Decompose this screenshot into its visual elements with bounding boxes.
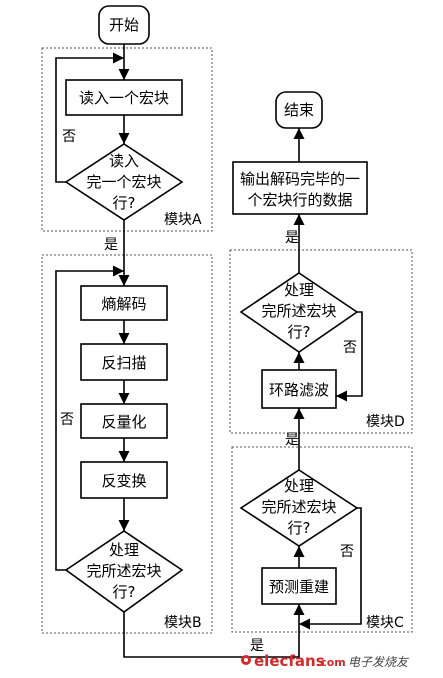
module-b-decision-line2: 完所述宏块	[86, 562, 161, 580]
inverse-scan-label: 反扫描	[101, 354, 146, 372]
module-b-label: 模块B	[164, 615, 202, 631]
module-d-decision-line2: 完所述宏块	[261, 302, 336, 320]
loop-filter-box	[261, 369, 337, 409]
edge-a-loop-back	[55, 52, 124, 183]
predict-rebuild-box	[261, 567, 337, 605]
predict-rebuild-label: 预测重建	[269, 578, 329, 596]
module-b-decision	[64, 530, 184, 613]
inverse-transform-box	[80, 461, 168, 499]
module-a-yes-label: 是	[104, 237, 118, 253]
module-c-decision-line2: 完所述宏块	[261, 498, 336, 516]
module-d-boundary	[229, 249, 413, 434]
inverse-transform-label: 反变换	[101, 472, 146, 490]
edge-b-to-predict	[123, 604, 305, 658]
module-a-label: 模块A	[164, 212, 202, 228]
module-c-yes-label: 是	[285, 432, 299, 448]
module-d-no-label: 否	[343, 340, 357, 356]
module-c-label: 模块C	[366, 615, 404, 631]
edge-d-loop-back	[336, 311, 363, 402]
module-b-decision-line1: 处理	[109, 541, 139, 559]
module-c-no-label: 否	[340, 544, 354, 560]
module-d-label: 模块D	[366, 414, 405, 430]
module-b-yes-label: 是	[250, 638, 264, 654]
module-a-boundary	[41, 47, 213, 232]
entropy-decode-label: 熵解码	[101, 295, 146, 313]
read-macroblock-label: 读入一个宏块	[79, 89, 169, 107]
module-b-no-label: 否	[60, 412, 74, 428]
start-label: 开始	[109, 16, 139, 34]
read-row-decision-line2: 完一个宏块	[86, 173, 161, 191]
output-data-line2: 个宏块行的数据	[247, 191, 352, 209]
output-data-line1: 输出解码完毕的一	[240, 170, 360, 188]
inverse-quant-box	[80, 403, 168, 439]
end-terminal	[275, 91, 323, 129]
read-macroblock-box	[65, 79, 183, 116]
inverse-quant-label: 反量化	[101, 413, 146, 431]
loop-filter-label: 环路滤波	[269, 381, 329, 399]
end-label: 结束	[284, 101, 314, 119]
start-terminal	[98, 5, 150, 45]
module-c-decision	[239, 469, 359, 547]
watermark: elecfans .com 电子发烧友	[241, 652, 410, 670]
read-row-decision-line1: 读入	[109, 152, 139, 170]
edge-c-loop-back	[299, 507, 362, 630]
module-c-decision-line3: 行?	[288, 519, 311, 537]
watermark-cn: 电子发烧友	[348, 655, 410, 669]
inverse-scan-box	[80, 343, 168, 381]
read-row-decision-line3: 行?	[113, 194, 136, 212]
entropy-decode-box	[80, 285, 168, 321]
module-d-decision-line1: 处理	[284, 281, 314, 299]
read-row-decision	[64, 143, 184, 221]
module-a-no-label: 否	[62, 129, 76, 145]
output-data-box	[232, 161, 368, 215]
watermark-brand: elecfans	[254, 652, 325, 670]
watermark-domain: .com	[316, 656, 346, 669]
watermark-logo-icon	[241, 655, 251, 665]
module-d-yes-label: 是	[285, 230, 299, 246]
module-d-decision	[239, 272, 359, 353]
module-d-decision-line3: 行?	[288, 323, 311, 341]
module-b-decision-line3: 行?	[113, 583, 136, 601]
edge-b-loop-back	[55, 265, 124, 571]
module-b-boundary	[41, 254, 213, 634]
module-c-boundary	[231, 446, 413, 633]
module-c-decision-line1: 处理	[284, 477, 314, 495]
